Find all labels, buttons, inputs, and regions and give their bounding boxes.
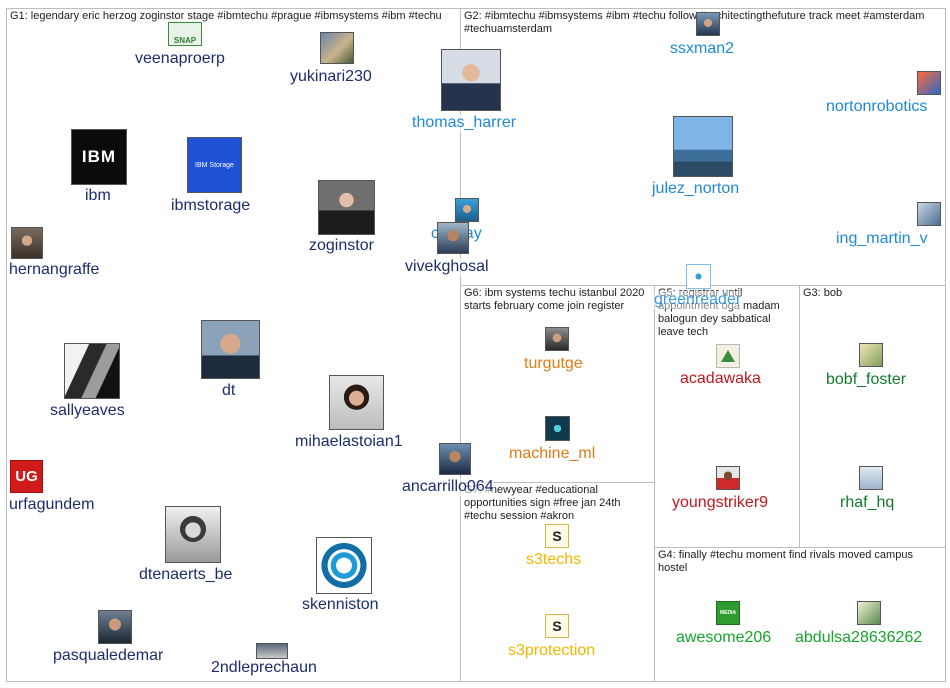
group-title-g2: G2: #ibmtechu #ibmsystems #ibm #techu fo… [464, 10, 925, 35]
node-label-yukinari230: yukinari230 [290, 68, 372, 86]
thomas_harrer-avatar [441, 49, 501, 111]
node-label-awesome206: awesome206 [676, 629, 772, 647]
dtenaerts_be-avatar [165, 506, 221, 563]
node-label-ing_martin_v: ing_martin_v [836, 230, 928, 248]
group-title-g4: G4: finally #techu moment find rivals mo… [658, 549, 913, 574]
node-label-2ndleprechaun: 2ndleprechaun [211, 659, 317, 677]
node-label-s3techs: s3techs [526, 551, 582, 569]
node-label-ibm: ibm [85, 187, 111, 205]
bobf_foster-avatar [859, 343, 883, 367]
group-title-g7: G7: #newyear #educational opportunities … [464, 484, 621, 522]
group-panel-g4: G4: finally #techu moment find rivals mo… [654, 547, 946, 682]
ibmstorage-logo-text: IBM Storage [195, 161, 234, 169]
veenaproerp-avatar: SNAP [168, 22, 202, 46]
node-label-nortonrobotics: nortonrobotics [826, 98, 928, 116]
node-label-rhaf_hq: rhaf_hq [840, 494, 895, 512]
turgutge-avatar [545, 327, 569, 351]
node-label-zoginstor: zoginstor [309, 237, 374, 255]
node-label-pasqualedemar: pasqualedemar [53, 647, 164, 665]
greenreader-avatar [686, 264, 711, 289]
node-label-turgutge: turgutge [524, 355, 583, 373]
node-label-ancarrillo064: ancarrillo064 [402, 478, 494, 496]
node-label-dt: dt [222, 382, 236, 400]
2ndleprechaun-avatar [256, 643, 288, 659]
pasqualedemar-avatar [98, 610, 132, 644]
node-label-youngstriker9: youngstriker9 [672, 494, 769, 512]
acadawaka-logo-icon [721, 350, 735, 362]
node-label-s3protection: s3protection [508, 642, 596, 660]
node-label-hernangraffe: hernangraffe [9, 261, 100, 279]
urfagundem-avatar: UG [10, 460, 43, 493]
dt-avatar [201, 320, 260, 379]
urfagundem-logo-text: UG [15, 468, 38, 485]
s3techs-logo-text: S [552, 528, 562, 544]
group-title-g5: G5: registrar until appointment oga mada… [658, 287, 780, 338]
node-label-julez_norton: julez_norton [652, 180, 740, 198]
ibmstorage-avatar: IBM Storage [187, 137, 242, 193]
mihaelastoian1-avatar [329, 375, 384, 430]
node-label-vivekghosal: vivekghosal [405, 258, 489, 276]
awesome206-logo-text: MEDIA [719, 610, 737, 616]
youngstriker9-avatar [716, 466, 740, 490]
nortonrobotics-avatar [917, 71, 941, 95]
node-label-greenreader: greenreader [654, 291, 742, 309]
node-label-ibmstorage: ibmstorage [171, 197, 251, 215]
node-label-bobf_foster: bobf_foster [826, 371, 907, 389]
skenniston-avatar [316, 537, 372, 594]
veenaproerp-logo-text: SNAP [173, 36, 197, 45]
rhaf_hq-avatar [859, 466, 883, 490]
node-label-sallyeaves: sallyeaves [50, 402, 125, 420]
ibm-logo-text: IBM [81, 147, 117, 166]
s3techs-avatar: S [545, 524, 569, 548]
node-label-dtenaerts_be: dtenaerts_be [139, 566, 233, 584]
julez_norton-avatar [673, 116, 733, 177]
vivekghosal-avatar [437, 222, 469, 254]
node-label-thomas_harrer: thomas_harrer [412, 114, 517, 132]
ing_martin_v-avatar [917, 202, 941, 226]
node-label-abdulsa28636262: abdulsa28636262 [795, 629, 923, 647]
cdakay-avatar [455, 198, 479, 222]
sallyeaves-avatar [64, 343, 120, 399]
abdulsa28636262-avatar [857, 601, 881, 625]
ssxman2-avatar [696, 12, 720, 36]
zoginstor-avatar [318, 180, 375, 235]
group-title-g6: G6: ibm systems techu istanbul 2020 star… [464, 287, 645, 312]
node-label-mihaelastoian1: mihaelastoian1 [295, 433, 403, 451]
ibm-avatar: IBM [71, 129, 127, 185]
acadawaka-avatar [716, 344, 740, 368]
machine_ml-avatar [545, 416, 570, 441]
node-label-ssxman2: ssxman2 [670, 40, 735, 58]
group-title-g3: G3: bob [803, 287, 843, 299]
node-label-acadawaka: acadawaka [680, 370, 761, 388]
node-label-machine_ml: machine_ml [509, 445, 596, 463]
group-title-g1: G1: legendary eric herzog zoginstor stag… [10, 10, 442, 22]
awesome206-avatar: MEDIA [716, 601, 740, 625]
yukinari230-avatar [320, 32, 354, 64]
ancarrillo064-avatar [439, 443, 471, 475]
s3protection-logo-text: S [552, 618, 562, 634]
node-label-urfagundem: urfagundem [9, 496, 95, 514]
node-label-skenniston: skenniston [302, 596, 379, 614]
node-label-veenaproerp: veenaproerp [135, 50, 225, 68]
hernangraffe-avatar [11, 227, 43, 259]
s3protection-avatar: S [545, 614, 569, 638]
